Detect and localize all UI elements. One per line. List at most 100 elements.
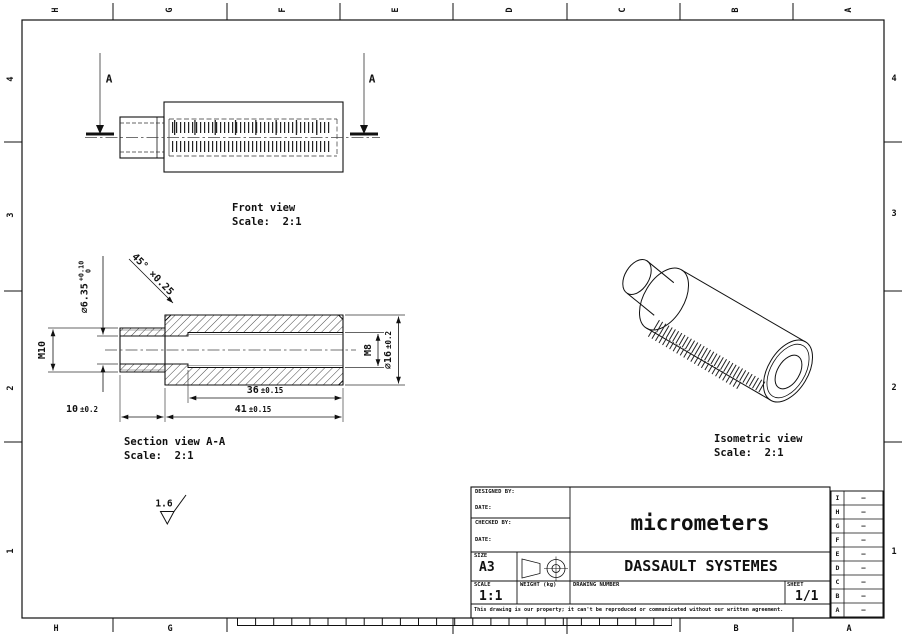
size-label: SIZE (474, 553, 488, 559)
zone-letter-top: D (504, 7, 515, 13)
revision-zone: D (835, 564, 840, 572)
revision-row: B– (831, 589, 883, 603)
dimension-tolerance-stack: +0.10 0 (78, 261, 93, 281)
revision-mark: – (861, 508, 866, 516)
section-view-scale: Scale: 2:1 (124, 450, 194, 462)
front-view-scale: Scale: 2:1 (232, 216, 302, 228)
zone-number-right: 2 (891, 382, 897, 393)
section-view-title: Section view A-A (124, 436, 226, 448)
front-view-linework (85, 53, 380, 173)
designed-by-label: DESIGNED BY: (475, 489, 515, 495)
title-block-grid (470, 486, 884, 619)
dimension-value: ⌀6.35 (79, 283, 90, 314)
size-value: A3 (479, 560, 495, 575)
zone-letter-top: C (617, 7, 628, 13)
revision-row: A– (831, 603, 883, 617)
section-arrow-label: A (105, 72, 113, 86)
revision-row: E– (831, 547, 883, 561)
date-label: DATE: (475, 505, 492, 511)
revision-mark: – (861, 606, 866, 614)
scale-label: SCALE (474, 582, 491, 588)
zone-number-left: 4 (5, 76, 16, 82)
front-view-title: Front view (232, 202, 296, 214)
zone-number-right: 4 (891, 73, 897, 84)
revision-row: C– (831, 575, 883, 589)
dimension-value: ⌀16 (383, 351, 394, 370)
zone-letter-top: B (730, 7, 741, 13)
revision-table: I– H– G– F– E– D– C– B– A– (831, 491, 883, 617)
revision-mark: – (861, 564, 866, 572)
isometric-view-scale: Scale: 2:1 (714, 447, 784, 459)
scale-ruler (237, 617, 672, 634)
revision-mark: – (861, 550, 866, 558)
surface-roughness-value: 1.6 (155, 498, 173, 510)
revision-mark: – (861, 494, 866, 502)
zone-letter-top: A (843, 7, 854, 13)
revision-zone: I (835, 494, 840, 502)
dimension-tolerance: ±0.15 (248, 405, 272, 415)
scale-value: 1:1 (479, 589, 503, 604)
zone-letter-top: E (390, 7, 401, 13)
dimension-stub-length: 10 ±0.2 (66, 405, 98, 415)
isometric-view-title: Isometric view (714, 433, 803, 445)
section-view-linework (48, 256, 405, 422)
zone-letter-top: F (277, 7, 288, 13)
checked-by-label: CHECKED BY: (475, 520, 512, 526)
isometric-view-linework (622, 259, 814, 403)
dimension-value: 41 (234, 404, 247, 415)
zone-letter-top: G (164, 7, 175, 13)
revision-mark: – (861, 522, 866, 530)
zone-number-right: 1 (891, 546, 897, 557)
revision-mark: – (861, 592, 866, 600)
sheet-frame (4, 3, 902, 632)
dimension-value: 10 (65, 404, 78, 415)
company-name: DASSAULT SYSTEMES (624, 557, 778, 575)
zone-number-left: 3 (5, 212, 16, 218)
revision-mark: – (861, 536, 866, 544)
dimension-bore-diameter: ⌀6.35 +0.10 0 (78, 261, 93, 314)
section-arrow-label: A (368, 72, 376, 86)
revision-row: G– (831, 519, 883, 533)
revision-zone: G (835, 522, 840, 530)
revision-row: H– (831, 505, 883, 519)
dimension-body-length: 41 ±0.15 (235, 405, 272, 415)
dimension-thread-inner: M8 (363, 343, 374, 357)
revision-row: F– (831, 533, 883, 547)
revision-zone: F (835, 536, 840, 544)
revision-zone: C (835, 578, 840, 586)
zone-letter-top: H (50, 7, 61, 13)
zone-letter-bottom: H (53, 623, 59, 634)
drawing-number-label: DRAWING NUMBER (573, 582, 620, 588)
sheet-label: SHEET (787, 582, 804, 588)
sheet-value: 1/1 (795, 589, 819, 604)
date-label: DATE: (475, 537, 492, 543)
dimension-value: M10 (37, 340, 48, 360)
drawing-title: micrometers (630, 511, 770, 535)
dimension-value: M8 (363, 343, 374, 357)
surface-roughness-icon (159, 494, 187, 526)
dimension-thread-outer: M10 (37, 340, 48, 360)
tolerance-lower: 0 (84, 268, 92, 273)
zone-letter-bottom: A (846, 623, 852, 634)
zone-number-right: 3 (891, 208, 897, 219)
revision-row: I– (831, 491, 883, 505)
weight-label: WEIGHT (kg) (520, 582, 557, 588)
dimension-tolerance: ±0.2 (384, 330, 394, 349)
dimension-thread-depth: 36 ±0.15 (247, 386, 284, 396)
revision-zone: H (835, 508, 840, 516)
zone-letter-bottom: B (733, 623, 739, 634)
revision-mark: – (861, 578, 866, 586)
dimension-outer-diameter: ⌀16 ±0.2 (383, 330, 394, 370)
revision-row: D– (831, 561, 883, 575)
revision-zone: B (835, 592, 840, 600)
zone-number-left: 1 (5, 548, 16, 554)
dimension-tolerance: ±0.2 (79, 405, 99, 415)
property-note: This drawing is our property; it can't b… (474, 607, 784, 613)
dimension-value: 36 (246, 385, 259, 396)
zone-letter-bottom: G (167, 623, 173, 634)
revision-zone: A (835, 606, 840, 614)
zone-number-left: 2 (5, 385, 16, 391)
dimension-tolerance: ±0.15 (260, 386, 284, 396)
